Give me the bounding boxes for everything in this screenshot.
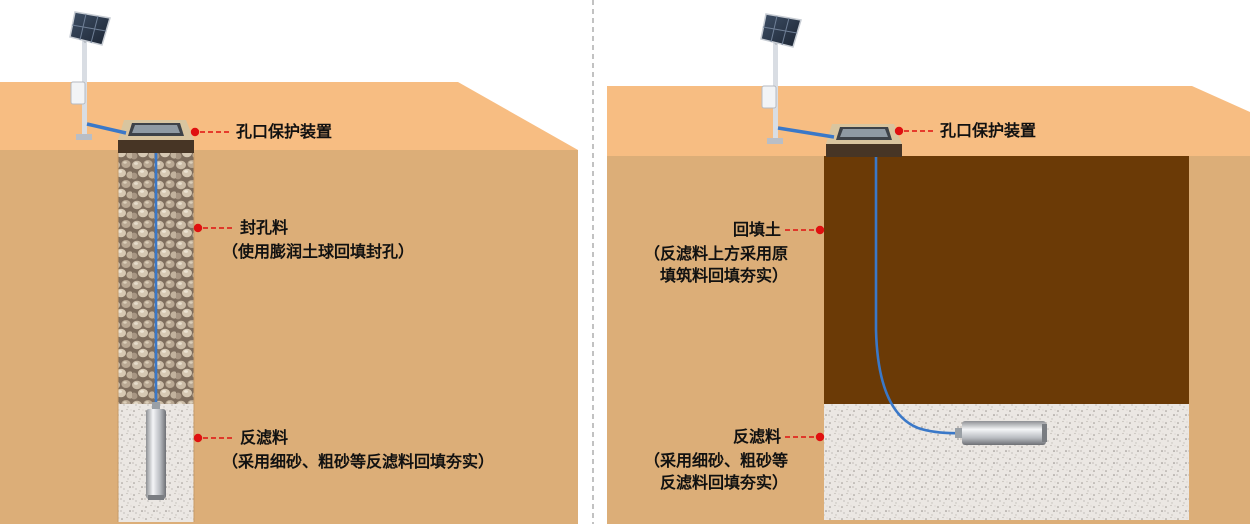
right-filter-note: （采用细砂、粗砂等 反滤料回填夯实）: [644, 450, 788, 494]
right-surface-cable: [777, 126, 835, 139]
right-backfill-marker: [815, 225, 825, 235]
left-panel: [0, 11, 578, 524]
right-topsoil-layer: [607, 86, 1250, 156]
right-sensor: [955, 421, 1047, 445]
left-label-markers: [190, 127, 233, 443]
right-panel: [607, 13, 1250, 524]
right-backfill-label: 回填土: [733, 219, 781, 241]
left-filter-marker: [193, 433, 203, 443]
left-wellhead-protector: [118, 120, 194, 153]
left-sensor: [146, 402, 166, 500]
left-wellhead-label-text: 孔口保护装置: [236, 122, 333, 141]
right-filter-label-text: 反滤料: [732, 427, 781, 446]
left-wellhead-marker: [190, 127, 200, 137]
left-seal-marker: [193, 223, 203, 233]
right-wellhead-protector: [826, 124, 902, 157]
right-backfill-soil: [824, 156, 1189, 404]
left-filter-label: 反滤料: [240, 427, 288, 449]
right-backfill-note-line2: 填筑料回填夯实）: [659, 266, 788, 285]
left-filter-note: （采用细砂、粗砂等反滤料回填夯实）: [222, 451, 494, 473]
right-filter-note-line2: 反滤料回填夯实）: [659, 473, 788, 492]
left-wellhead-label: 孔口保护装置: [236, 121, 332, 143]
right-backfill-note-line1: （反滤料上方采用原: [643, 244, 788, 263]
left-surface-cable: [86, 122, 127, 135]
left-seal-note-text: （使用膨润土球回填封孔）: [222, 242, 415, 261]
right-sensor-cable: [874, 157, 963, 435]
right-label-markers: [785, 126, 934, 442]
left-filter-label-text: 反滤料: [240, 428, 289, 447]
right-backfill-label-text: 回填土: [732, 220, 781, 239]
right-backfill-note: （反滤料上方采用原 填筑料回填夯实）: [644, 243, 788, 287]
right-filter-note-line1: （采用细砂、粗砂等: [643, 451, 788, 470]
left-seal-label: 封孔料: [240, 217, 288, 239]
left-solar-station: [69, 11, 111, 140]
left-filter-note-text: （采用细砂、粗砂等反滤料回填夯实）: [222, 452, 495, 471]
right-wellhead-label: 孔口保护装置: [940, 120, 1036, 142]
left-seal-label-text: 封孔料: [240, 218, 289, 237]
right-filter-label: 反滤料: [733, 426, 781, 448]
left-seal-note: （使用膨润土球回填封孔）: [222, 241, 414, 263]
left-soil-layer: [0, 150, 578, 524]
right-solar-station: [760, 13, 802, 144]
right-filter-marker: [815, 432, 825, 442]
right-wellhead-marker: [894, 126, 904, 136]
right-wellhead-label-text: 孔口保护装置: [940, 121, 1037, 140]
